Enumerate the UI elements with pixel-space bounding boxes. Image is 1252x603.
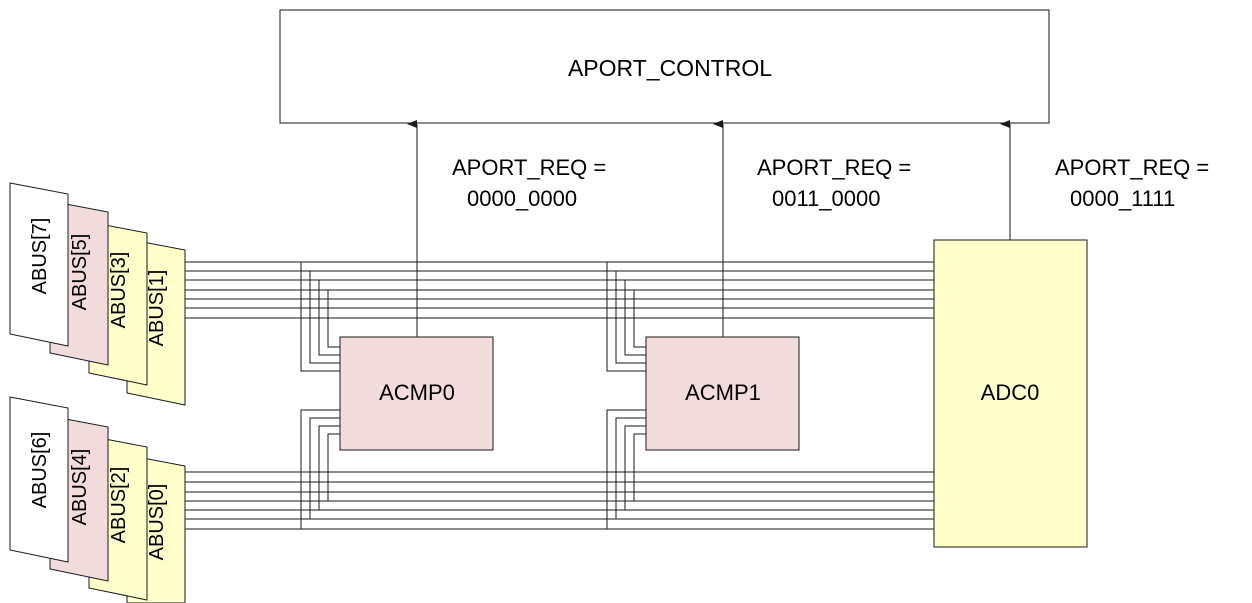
acmp0-routing [300, 262, 340, 529]
request-text-line1: APORT_REQ = [452, 155, 606, 180]
aport-control-label: APORT_CONTROL [568, 55, 772, 81]
acmp1-routing [606, 262, 646, 529]
acmp0-label: ACMP0 [379, 380, 455, 405]
aport-control-block [279, 9, 1050, 124]
acmp0-block [339, 336, 494, 451]
request-text-line1: APORT_REQ = [757, 155, 911, 180]
bus-label-abus-3: ABUS[3] [108, 252, 130, 329]
bus-label-abus-2: ABUS[2] [108, 467, 130, 544]
request-text-line2: 0000_1111 [1070, 186, 1175, 211]
bus-label-abus-7: ABUS[7] [29, 218, 51, 295]
bus-label-abus-6: ABUS[6] [29, 432, 51, 509]
request-text-line2: 0011_0000 [772, 186, 881, 211]
bus-tabs-bottom: ABUS[0] ABUS[2] ABUS[4] ABUS[6] [9, 396, 186, 603]
acmp1-label: ACMP1 [685, 380, 761, 405]
bus-label-abus-4: ABUS[4] [69, 449, 91, 526]
adc0-request-label: APORT_REQ = 0000_1111 [1055, 155, 1209, 211]
bus-label-abus-0: ABUS[0] [146, 484, 168, 561]
bus-label-abus-5: ABUS[5] [69, 234, 91, 311]
bus-wires [185, 261, 934, 530]
request-text-line1: APORT_REQ = [1055, 155, 1209, 180]
adc0-label: ADC0 [981, 380, 1040, 405]
bus-tabs-top: ABUS[1] ABUS[3] ABUS[5] ABUS[7] [9, 182, 186, 406]
acmp1-request-label: APORT_REQ = 0011_0000 [757, 155, 911, 211]
request-text-line2: 0000_0000 [467, 186, 577, 211]
adc0-block [933, 239, 1088, 548]
bus-label-abus-1: ABUS[1] [146, 270, 168, 347]
bus-tab-abus-6: ABUS[6] [9, 396, 69, 563]
acmp0-request-label: APORT_REQ = 0000_0000 [452, 155, 606, 211]
acmp1-block [645, 336, 800, 451]
bus-tab-abus-7: ABUS[7] [9, 182, 69, 347]
